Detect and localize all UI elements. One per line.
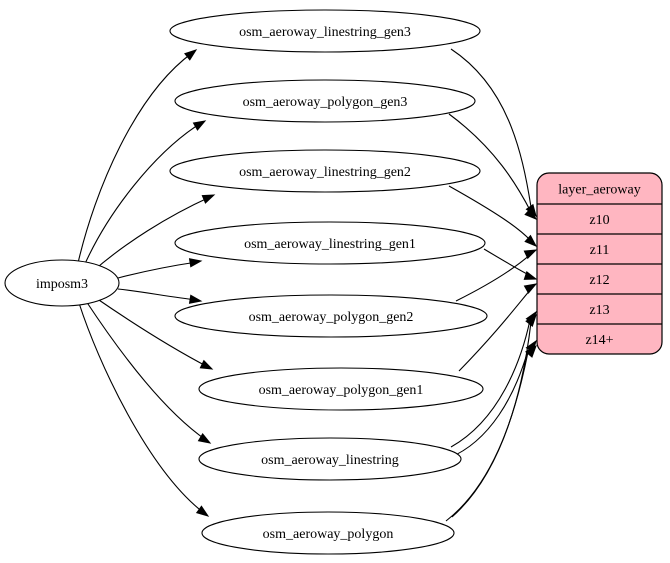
edge-line	[448, 185, 532, 242]
arrowhead-icon	[197, 433, 212, 444]
edge-imposm3-to-osm_aeroway_polygon_gen2	[117, 288, 203, 304]
node-ellipse	[174, 221, 486, 265]
edge-line	[450, 319, 531, 448]
edge-line	[458, 288, 532, 372]
edge-line	[91, 196, 211, 273]
node-ellipse	[198, 437, 462, 481]
edge-line	[78, 302, 205, 514]
edge-osm_aeroway_linestring_gen3-to-z10	[450, 48, 537, 218]
arrowhead-icon	[523, 249, 538, 260]
table-node-osm_aeroway_polygon: osm_aeroway_polygon	[201, 511, 455, 555]
edge-line	[117, 288, 198, 301]
table-node-osm_aeroway_polygon_gen3: osm_aeroway_polygon_gen3	[174, 79, 476, 123]
edge-line	[455, 252, 533, 302]
arrowhead-icon	[523, 283, 538, 294]
node-label: osm_aeroway_polygon	[263, 527, 394, 542]
node-label: osm_aeroway_linestring_gen2	[239, 165, 411, 180]
node-label: osm_aeroway_linestring	[261, 453, 399, 468]
node-ellipse	[174, 294, 488, 338]
node-label: osm_aeroway_polygon_gen1	[259, 383, 424, 398]
arrowhead-icon	[524, 344, 537, 358]
arrowhead-icon	[199, 359, 214, 370]
edge-line	[448, 349, 529, 459]
table-node-osm_aeroway_linestring_gen3: osm_aeroway_linestring_gen3	[169, 9, 481, 53]
node-label: osm_aeroway_polygon_gen2	[249, 310, 414, 325]
edge-osm_aeroway_polygon_gen2-to-z11	[455, 249, 538, 302]
arrowhead-icon	[523, 270, 538, 280]
table-node-osm_aeroway_linestring_gen2: osm_aeroway_linestring_gen2	[169, 149, 481, 193]
edge-osm_aeroway_linestring_gen2-to-z11	[448, 185, 538, 247]
arrowhead-icon	[525, 313, 537, 327]
layer-row-z14+: z14+	[585, 333, 613, 348]
node-label: osm_aeroway_linestring_gen3	[239, 25, 411, 40]
edge-osm_aeroway_linestring_gen1-to-z12	[483, 248, 538, 280]
edge-line	[85, 300, 207, 441]
edge-line	[83, 122, 202, 267]
arrowhead-icon	[201, 194, 216, 204]
source-node-imposm3: imposm3	[4, 259, 120, 307]
arrowhead-icon	[524, 207, 538, 220]
edge-line	[451, 321, 532, 518]
layer-node-layer_aeroway: layer_aeroway z10 z11 z12 z13 z14+	[536, 172, 663, 355]
node-ellipse	[198, 367, 484, 411]
table-node-osm_aeroway_polygon_gen1: osm_aeroway_polygon_gen1	[198, 367, 484, 411]
edge-line	[450, 48, 532, 208]
node-label: osm_aeroway_linestring_gen1	[244, 237, 416, 252]
layer-node-title: layer_aeroway	[558, 183, 640, 198]
arrowhead-icon	[524, 234, 538, 247]
table-node-osm_aeroway_linestring_gen1: osm_aeroway_linestring_gen1	[174, 221, 486, 265]
edge-imposm3-to-osm_aeroway_polygon_gen1	[95, 297, 214, 370]
layer-row-z10: z10	[589, 213, 609, 228]
layer-row-z13: z13	[589, 303, 609, 318]
edge-line	[117, 261, 198, 279]
arrowhead-icon	[188, 294, 203, 304]
edge-imposm3-to-osm_aeroway_polygon	[78, 302, 210, 517]
node-ellipse	[174, 79, 476, 123]
node-ellipse	[169, 9, 481, 53]
edge-imposm3-to-osm_aeroway_linestring_gen2	[91, 194, 216, 273]
arrowhead-icon	[195, 505, 210, 517]
arrowhead-icon	[192, 120, 207, 131]
edge-imposm3-to-osm_aeroway_linestring_gen3	[77, 49, 198, 264]
edge-imposm3-to-osm_aeroway_linestring	[85, 300, 212, 444]
node-label: osm_aeroway_polygon_gen3	[243, 95, 408, 110]
edge-imposm3-to-osm_aeroway_linestring_gen1	[117, 258, 203, 279]
arrowhead-icon	[184, 49, 198, 61]
edge-line	[95, 297, 209, 368]
node-ellipse	[4, 259, 120, 307]
layer-row-z12: z12	[589, 273, 609, 288]
layer-row-z11: z11	[590, 243, 610, 258]
edge-line	[448, 113, 532, 213]
table-node-osm_aeroway_linestring: osm_aeroway_linestring	[198, 437, 462, 481]
edge-imposm3-to-osm_aeroway_polygon_gen3	[83, 120, 207, 267]
arrowhead-icon	[188, 258, 203, 268]
node-ellipse	[169, 149, 481, 193]
node-ellipse	[201, 511, 455, 555]
edge-osm_aeroway_polygon_gen3-to-z10	[448, 113, 538, 220]
edge-osm_aeroway_polygon-to-z13	[451, 313, 537, 518]
edge-line	[445, 351, 529, 522]
table-node-osm_aeroway_polygon_gen2: osm_aeroway_polygon_gen2	[174, 294, 488, 338]
edge-osm_aeroway_polygon-to-z14+	[445, 344, 537, 522]
node-label: imposm3	[36, 277, 88, 292]
edge-line	[77, 52, 193, 264]
edge-osm_aeroway_polygon_gen1-to-z12	[458, 283, 538, 372]
